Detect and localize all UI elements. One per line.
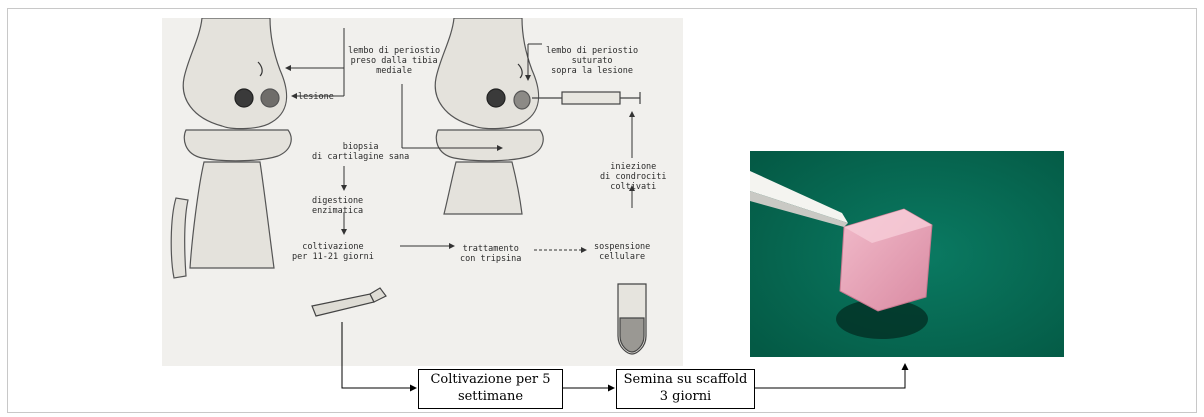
arrow-flask-to-coltivazione — [342, 322, 416, 388]
semina-box: Semina su scaffold 3 giorni — [616, 369, 755, 409]
semina-box-text: Semina su scaffold 3 giorni — [624, 372, 748, 404]
coltivazione-box-text: Coltivazione per 5 settimane — [430, 372, 550, 404]
coltivazione-box: Coltivazione per 5 settimane — [418, 369, 563, 409]
arrow-semina-to-photo — [755, 364, 905, 388]
